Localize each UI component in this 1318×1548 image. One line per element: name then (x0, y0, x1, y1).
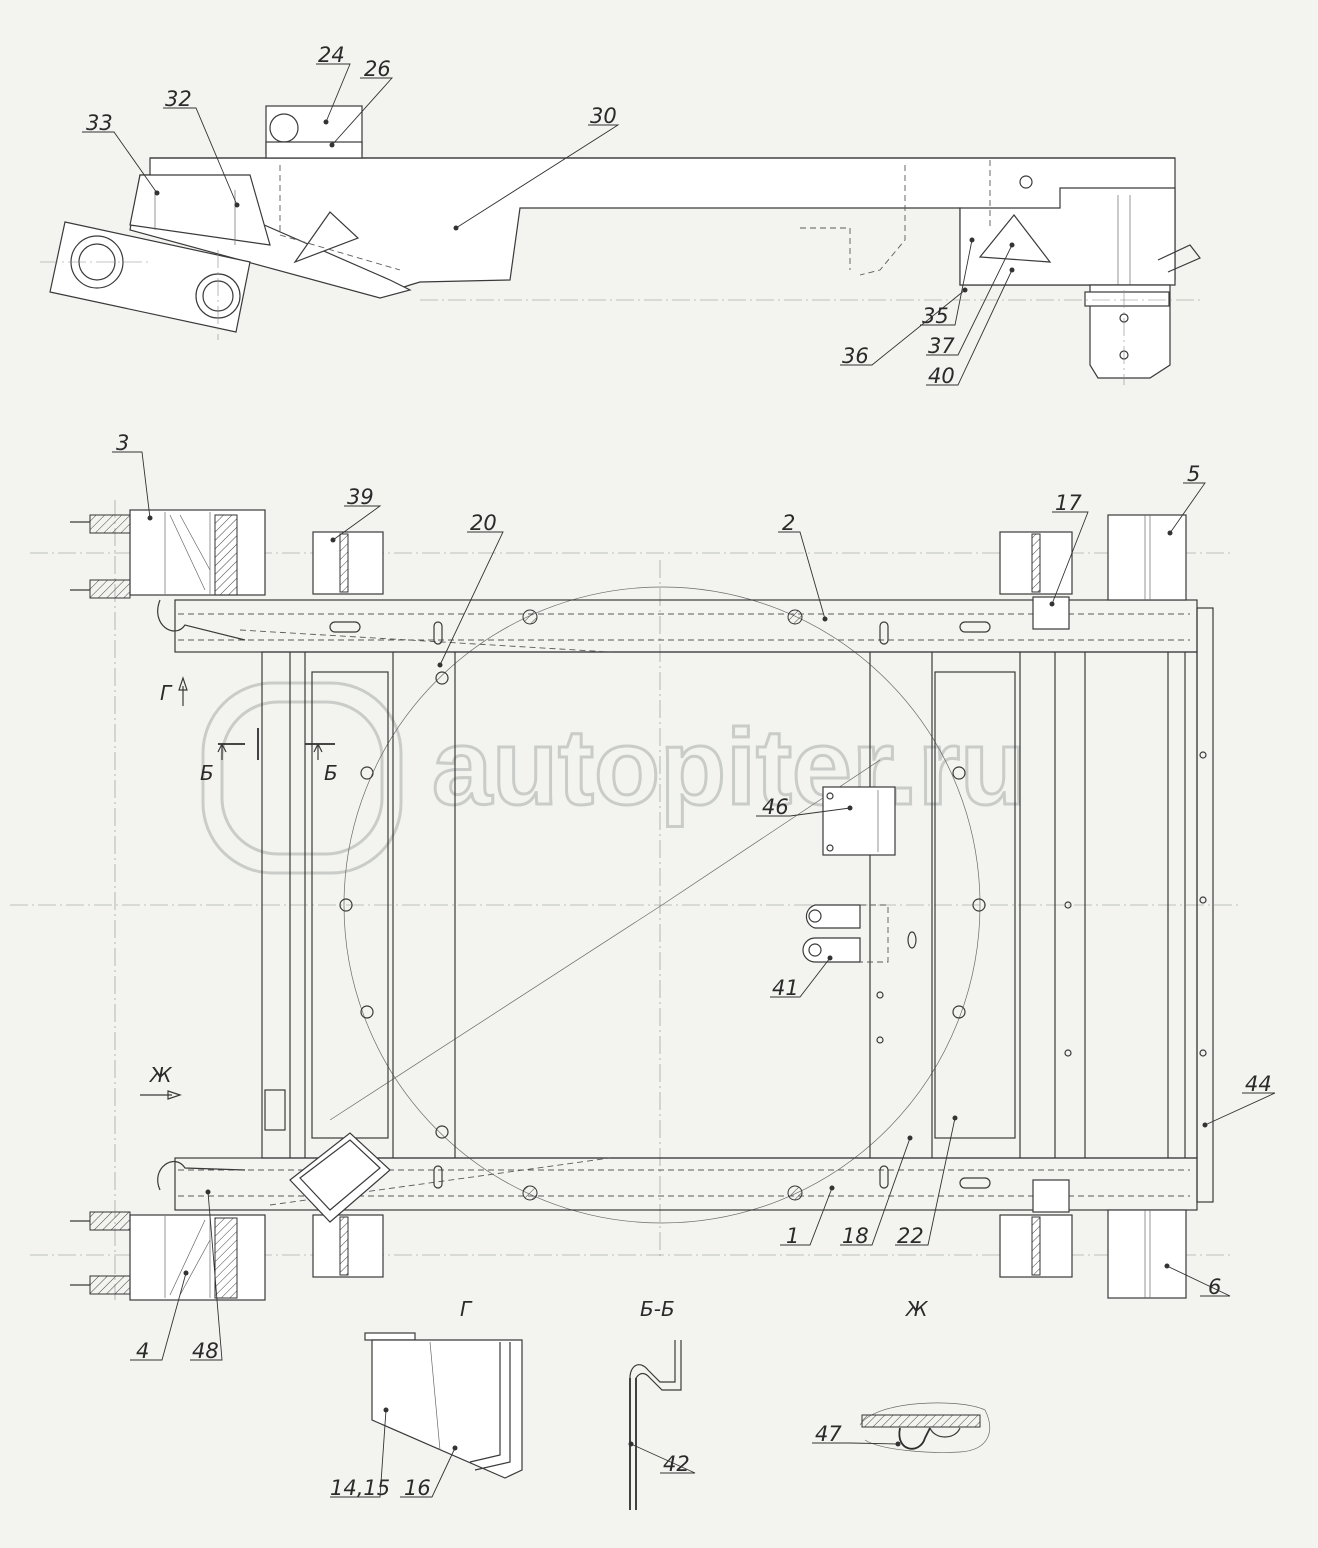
callout-24: 24 (318, 43, 345, 67)
callout-leaders (82, 63, 1276, 1498)
callout-3: 3 (116, 431, 129, 455)
callout-2: 2 (782, 511, 795, 535)
callout-39: 39 (347, 485, 374, 509)
callout-33: 33 (86, 111, 113, 135)
detail-view-zh (859, 1402, 990, 1453)
section-marks: Г Б Б Ж Г Б-Б Ж (148, 681, 929, 1321)
callout-14-15: 14,15 (330, 1476, 390, 1500)
callout-26: 26 (364, 57, 391, 81)
callout-48: 48 (192, 1339, 219, 1363)
callout-22: 22 (897, 1224, 924, 1248)
watermark-text: autopiter.ru (432, 706, 1026, 827)
detail-view-g (364, 1332, 523, 1479)
callout-36: 36 (842, 344, 869, 368)
callout-41: 41 (772, 976, 799, 1000)
watermark: autopiter.ru (201, 681, 1028, 875)
side-view (40, 105, 1201, 385)
callout-40: 40 (928, 364, 955, 388)
callout-47: 47 (815, 1422, 842, 1446)
view-zh-title: Ж (904, 1297, 929, 1321)
callout-16: 16 (404, 1476, 431, 1500)
callout-30: 30 (590, 104, 617, 128)
cut-b-right-label: Б (324, 761, 338, 785)
section-bb (629, 1340, 682, 1510)
callout-4: 4 (136, 1339, 149, 1363)
callout-46: 46 (762, 795, 789, 819)
view-g-arrow-label: Г (160, 681, 173, 705)
callout-42: 42 (663, 1452, 690, 1476)
callout-37: 37 (928, 334, 955, 358)
section-bb-title: Б-Б (640, 1297, 675, 1321)
view-g-title: Г (460, 1297, 473, 1321)
view-zh-arrow-label: Ж (148, 1063, 173, 1087)
callout-32: 32 (165, 87, 192, 111)
plan-view (10, 500, 1240, 1301)
cut-b-left-label: Б (200, 761, 214, 785)
callout-1: 1 (786, 1224, 799, 1248)
callout-labels: 24 26 32 33 30 35 36 37 40 3 39 20 2 17 … (86, 43, 1272, 1500)
callout-17: 17 (1055, 491, 1082, 515)
callout-18: 18 (842, 1224, 869, 1248)
callout-5: 5 (1187, 462, 1200, 486)
callout-6: 6 (1208, 1275, 1221, 1299)
callout-44: 44 (1245, 1072, 1272, 1096)
callout-35: 35 (922, 304, 949, 328)
callout-20: 20 (470, 511, 497, 535)
